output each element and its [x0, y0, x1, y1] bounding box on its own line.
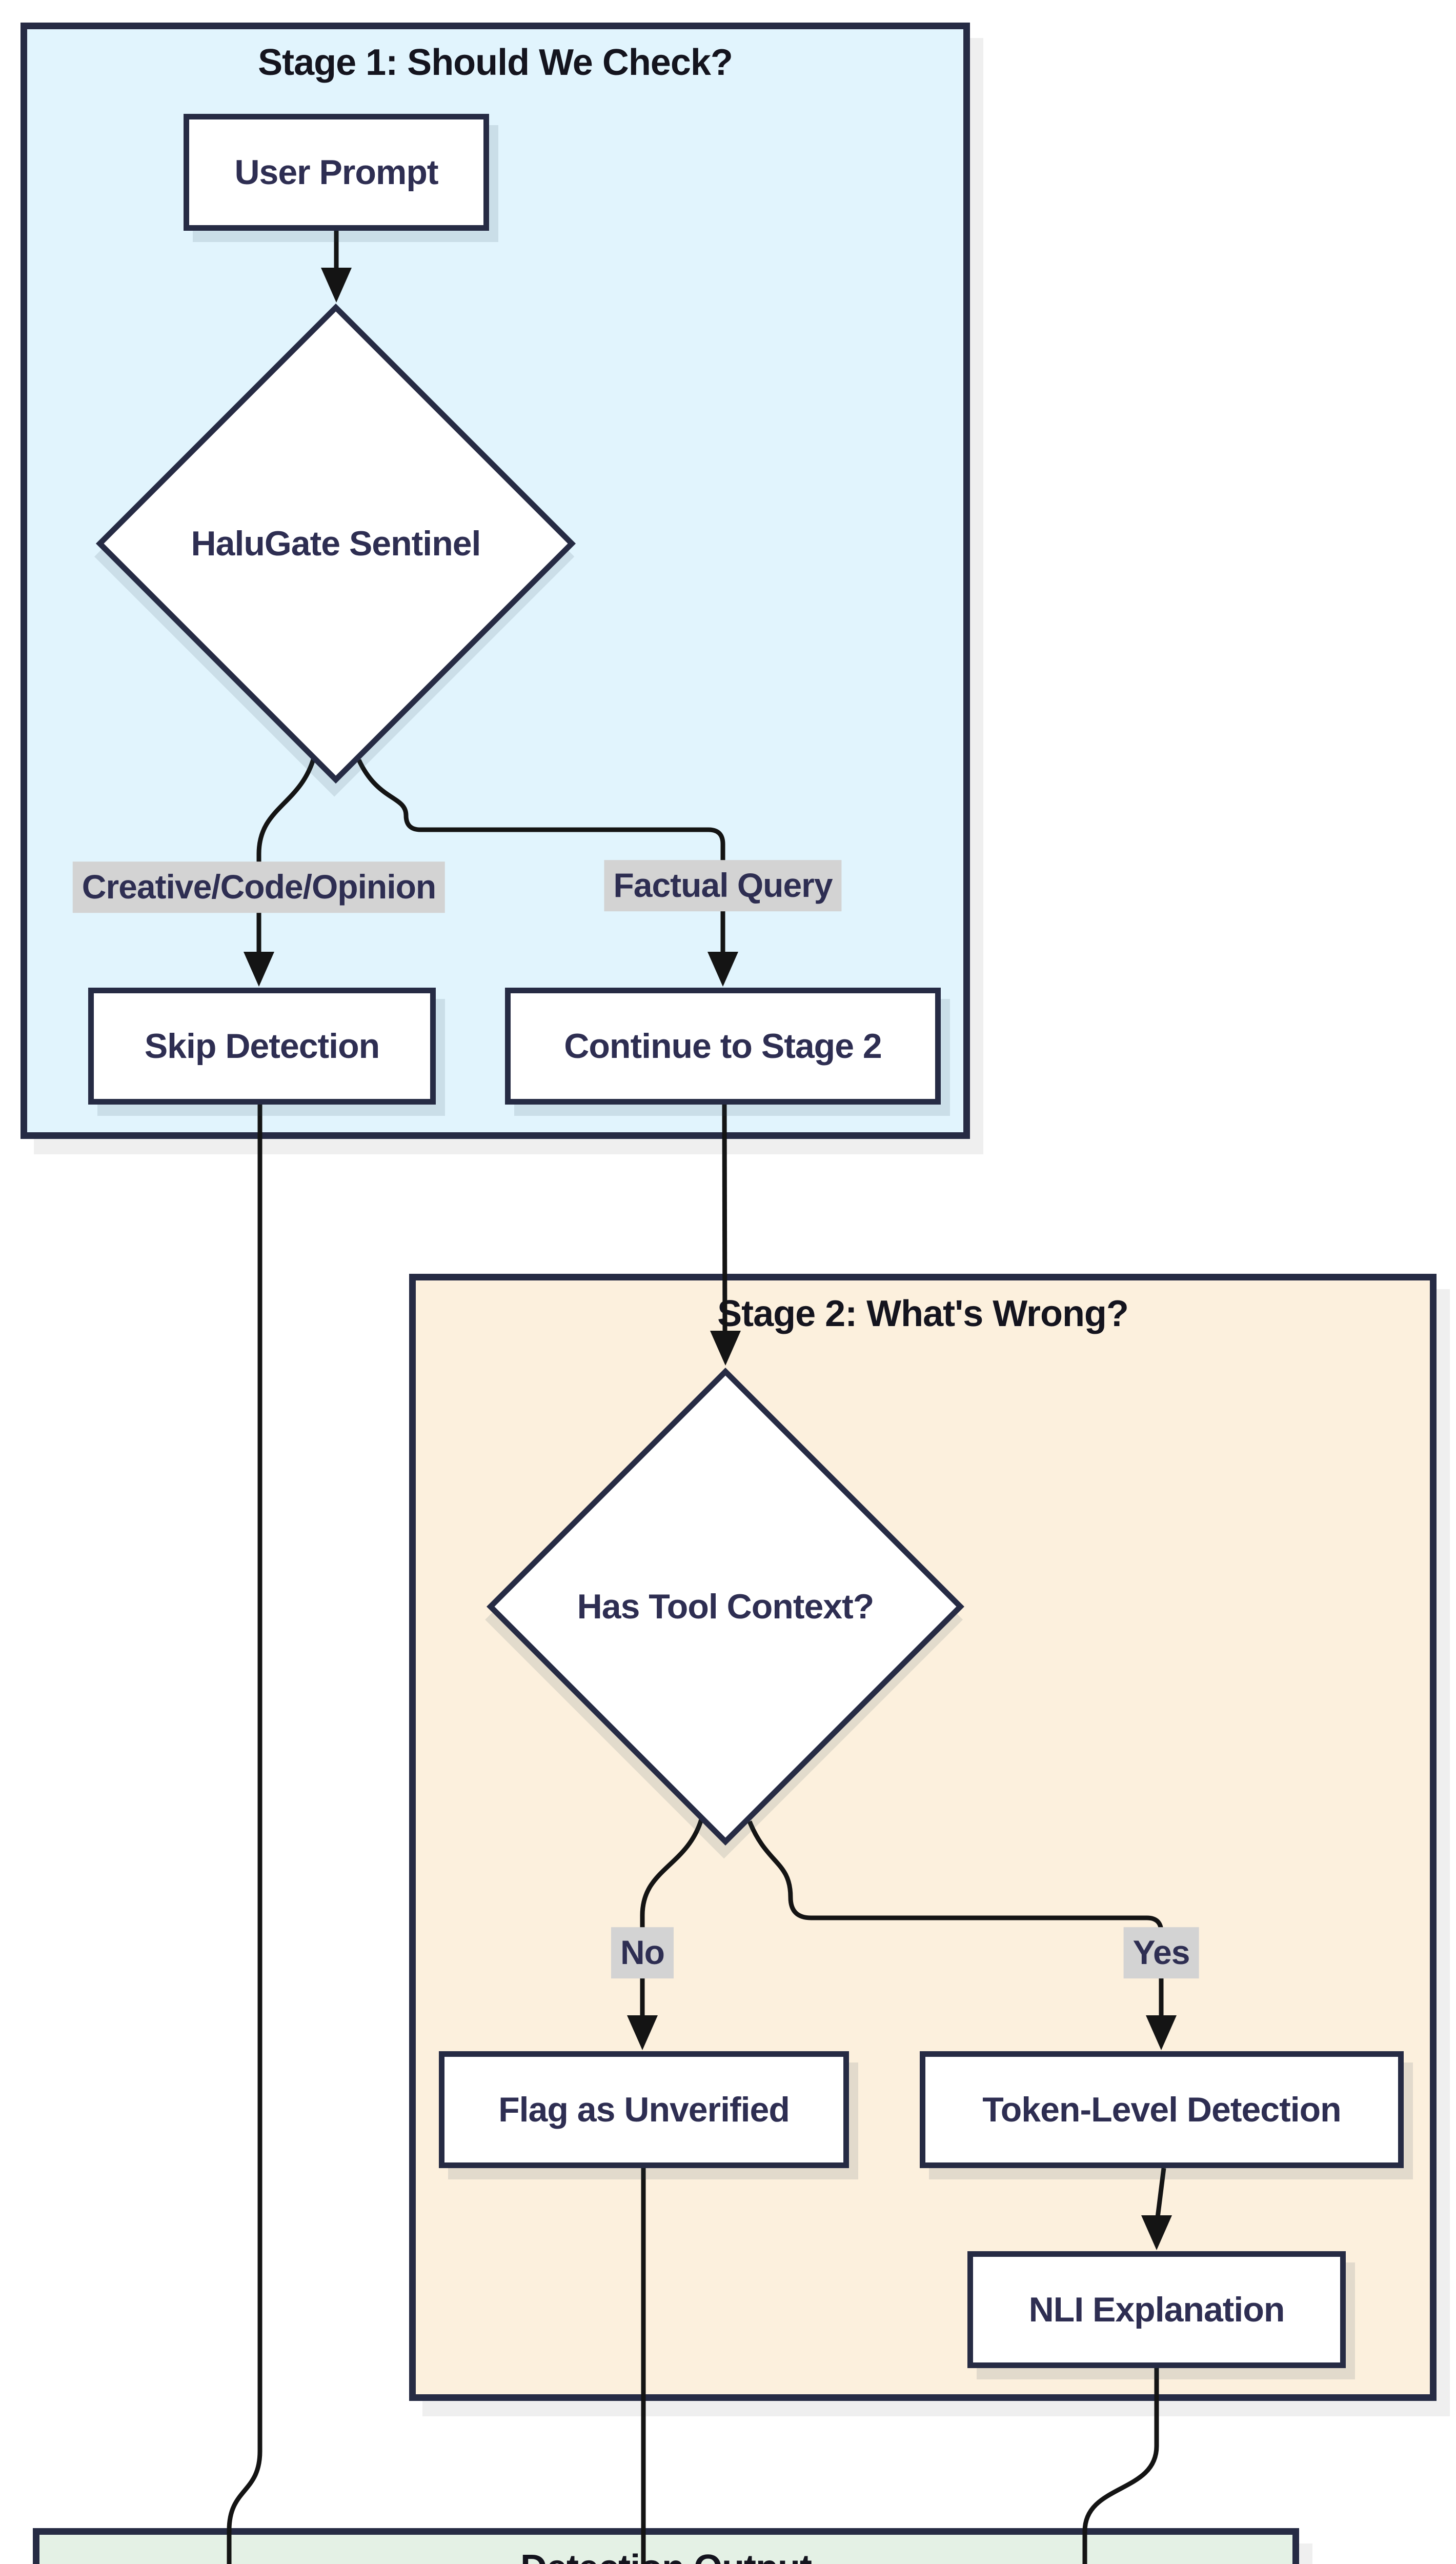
cluster-stage2-title: Stage 2: What's Wrong? [717, 1293, 1129, 1334]
cluster-detection-output: Detection Output [33, 2528, 1299, 2564]
edge-label-factual-query: Factual Query [604, 860, 842, 911]
node-nli-explanation-label: NLI Explanation [1028, 2290, 1285, 2329]
node-token-level-detection-label: Token-Level Detection [982, 2090, 1341, 2129]
node-token-level-detection: Token-Level Detection [920, 2051, 1404, 2168]
edge-skip-to-pass-through [227, 1105, 262, 2564]
node-continue-to-stage2: Continue to Stage 2 [505, 988, 941, 1105]
node-skip-detection-label: Skip Detection [144, 1027, 380, 1066]
edge-label-yes: Yes [1123, 1927, 1199, 1978]
node-has-tool-context-label: Has Tool Context? [577, 1587, 875, 1626]
edge-label-creative-code-opinion: Creative/Code/Opinion [72, 862, 446, 913]
cluster-stage1-title: Stage 1: Should We Check? [258, 42, 733, 83]
node-skip-detection: Skip Detection [88, 988, 436, 1105]
node-user-prompt: User Prompt [184, 114, 489, 231]
edge-label-no: No [611, 1927, 674, 1978]
node-halugate-sentinel-decision: HaluGate Sentinel [95, 303, 576, 784]
cluster-detection-output-title: Detection Output [39, 2535, 1292, 2564]
node-flag-as-unverified-label: Flag as Unverified [498, 2090, 790, 2129]
node-has-tool-context-decision: Has Tool Context? [487, 1368, 964, 1846]
node-halugate-sentinel-label: HaluGate Sentinel [191, 524, 481, 563]
cluster-stage2: Stage 2: What's Wrong? [409, 1274, 1437, 2401]
node-flag-as-unverified: Flag as Unverified [439, 2051, 849, 2168]
node-continue-to-stage2-label: Continue to Stage 2 [564, 1027, 882, 1066]
node-user-prompt-label: User Prompt [234, 153, 438, 192]
node-nli-explanation: NLI Explanation [967, 2251, 1346, 2368]
